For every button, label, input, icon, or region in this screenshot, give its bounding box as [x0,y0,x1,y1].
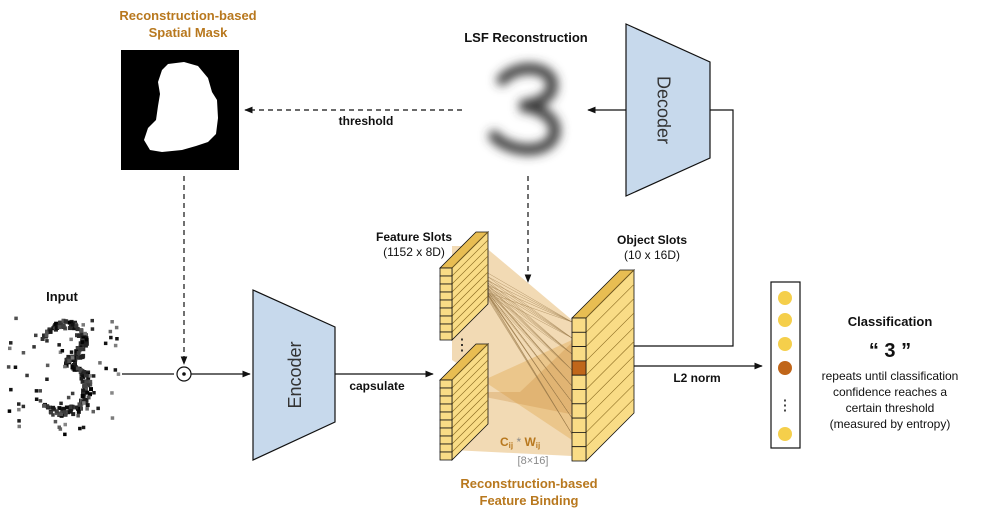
decoder-label: Decoder [653,76,673,144]
matrix-dim-label: [8×16] [518,455,549,467]
object-slots-label: Object Slots [617,233,687,247]
spatial-mask-image [121,50,239,170]
output-dot [778,427,792,441]
threshold-label: threshold [339,114,394,128]
mask-title-line2: Spatial Mask [149,25,229,40]
object-slot-stack [571,269,635,462]
output-dot-active [778,361,792,375]
feature-slot-stack-bottom [439,343,489,461]
repeat-note-line4: (measured by entropy) [830,417,951,431]
encoder-label: Encoder [285,341,305,408]
output-dot [778,291,792,305]
hadamard-product-icon [176,366,192,382]
decoder-feedback-path [634,109,734,347]
feature-slot-stack-top [439,231,489,341]
lsf-reconstruction-image [488,63,561,156]
object-slots-dim: (10 x 16D) [624,248,680,262]
input-digit-image [6,316,121,437]
classification-title: Classification [848,314,933,329]
binding-formula: Cij * Wij [500,435,540,450]
feature-slots-ellipsis: ⋮ [454,337,470,354]
classification-result: “ 3 ” [869,340,911,362]
output-dot [778,313,792,327]
repeat-note-line1: repeats until classification [822,369,959,383]
lsf-title: LSF Reconstruction [464,30,588,45]
output-dot [778,337,792,351]
decoder-block [625,23,711,197]
encoder-block [252,289,336,461]
output-ellipsis: ⋮ [778,397,793,414]
input-label: Input [46,289,78,304]
binding-title-line2: Feature Binding [480,493,579,508]
l2-norm-label: L2 norm [673,371,720,385]
binding-title-line1: Reconstruction-based [460,476,597,491]
feature-slots-dim: (1152 x 8D) [383,245,445,259]
mask-title-line1: Reconstruction-based [119,8,256,23]
repeat-note-line2: confidence reaches a [833,385,947,399]
output-vector [770,281,801,449]
capsulate-label: capsulate [349,379,405,393]
repeat-note-line3: certain threshold [846,401,935,415]
feature-slots-label: Feature Slots [376,230,452,244]
